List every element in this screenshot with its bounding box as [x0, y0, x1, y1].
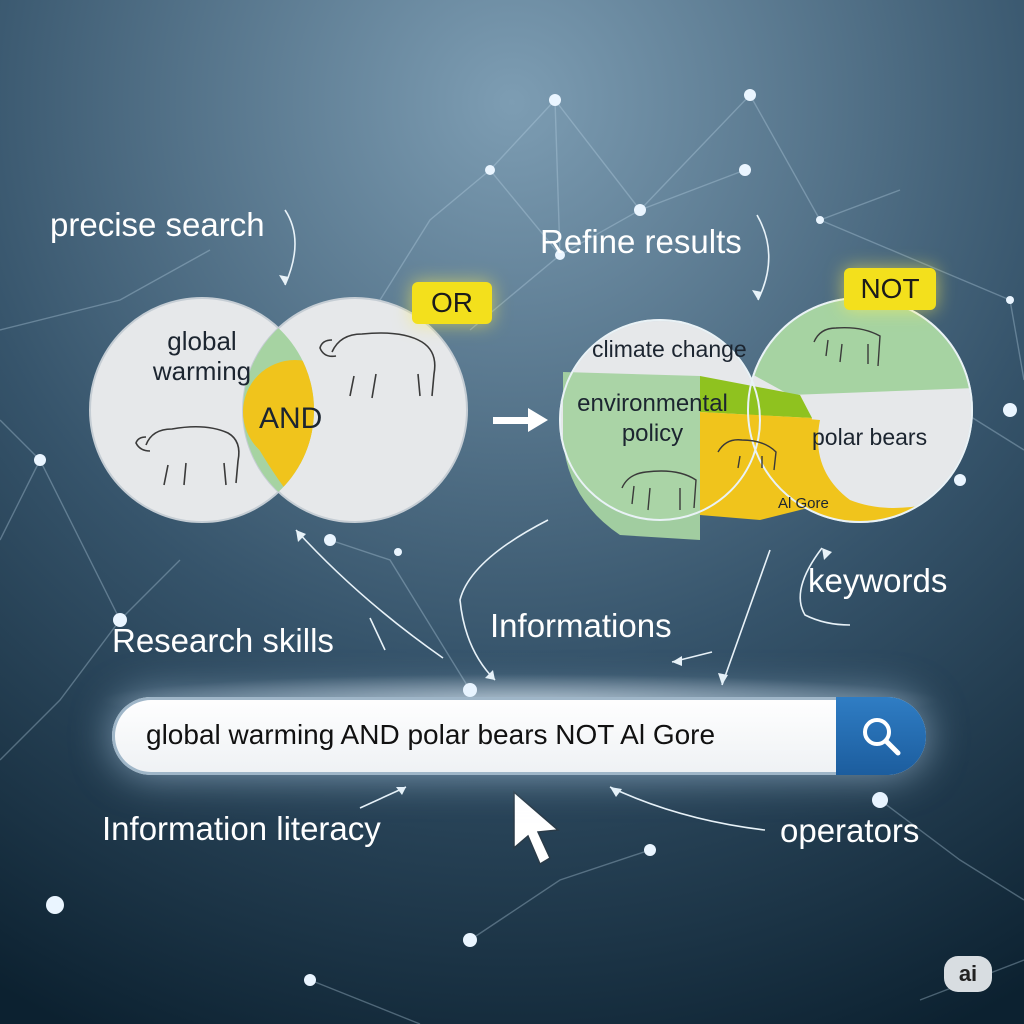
right-arrow-icon: [493, 408, 548, 432]
connector-arrows: [284, 209, 851, 831]
precise-search-label: precise search: [50, 206, 265, 243]
global-warming-term: global warming: [152, 326, 252, 386]
bear-icon-left: [135, 425, 240, 486]
search-button[interactable]: [836, 697, 926, 775]
search-icon: [863, 718, 901, 756]
bear-icon-green: [621, 326, 881, 511]
not-operator-chip: NOT: [844, 268, 936, 310]
right-venn: [559, 297, 973, 540]
al-gore-term: Al Gore: [778, 495, 829, 512]
keywords-label: keywords: [808, 562, 948, 599]
cursor-icon: [513, 790, 560, 866]
operators-label: operators: [780, 812, 920, 849]
environmental-policy-term: environmental policy: [577, 390, 728, 447]
search-input[interactable]: global warming AND polar bears NOT Al Go…: [146, 719, 716, 750]
left-venn: [89, 297, 468, 523]
arrow-heads: [279, 275, 832, 797]
information-label: Informations: [490, 607, 672, 644]
refine-results-label: Refine results: [540, 223, 742, 260]
and-operator: AND: [259, 402, 323, 435]
polar-bears-term: polar bears: [812, 424, 928, 450]
ai-badge: ai: [944, 956, 992, 992]
search-bar: global warming AND polar bears NOT Al Go…: [112, 697, 926, 775]
research-skills-label: Research skills: [112, 622, 334, 659]
or-operator-chip: OR: [412, 282, 492, 324]
climate-change-term: climate change: [592, 336, 747, 362]
information-literacy-label: Information literacy: [102, 810, 381, 847]
bear-icon-right: [319, 332, 436, 399]
